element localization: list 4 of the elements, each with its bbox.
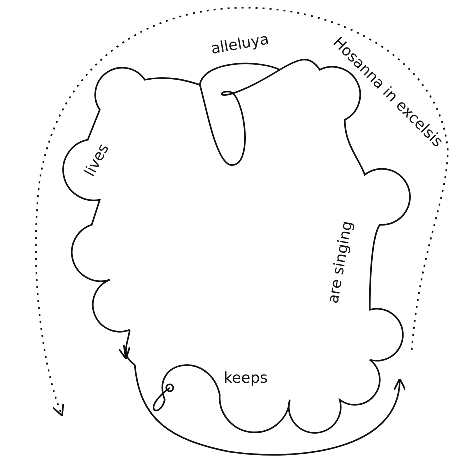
curved-text-label: lives <box>82 141 112 179</box>
curved-text-label: are singing <box>326 220 355 304</box>
curved-text-label: alleluya <box>210 32 270 56</box>
curved-text-label: keeps <box>224 370 268 386</box>
